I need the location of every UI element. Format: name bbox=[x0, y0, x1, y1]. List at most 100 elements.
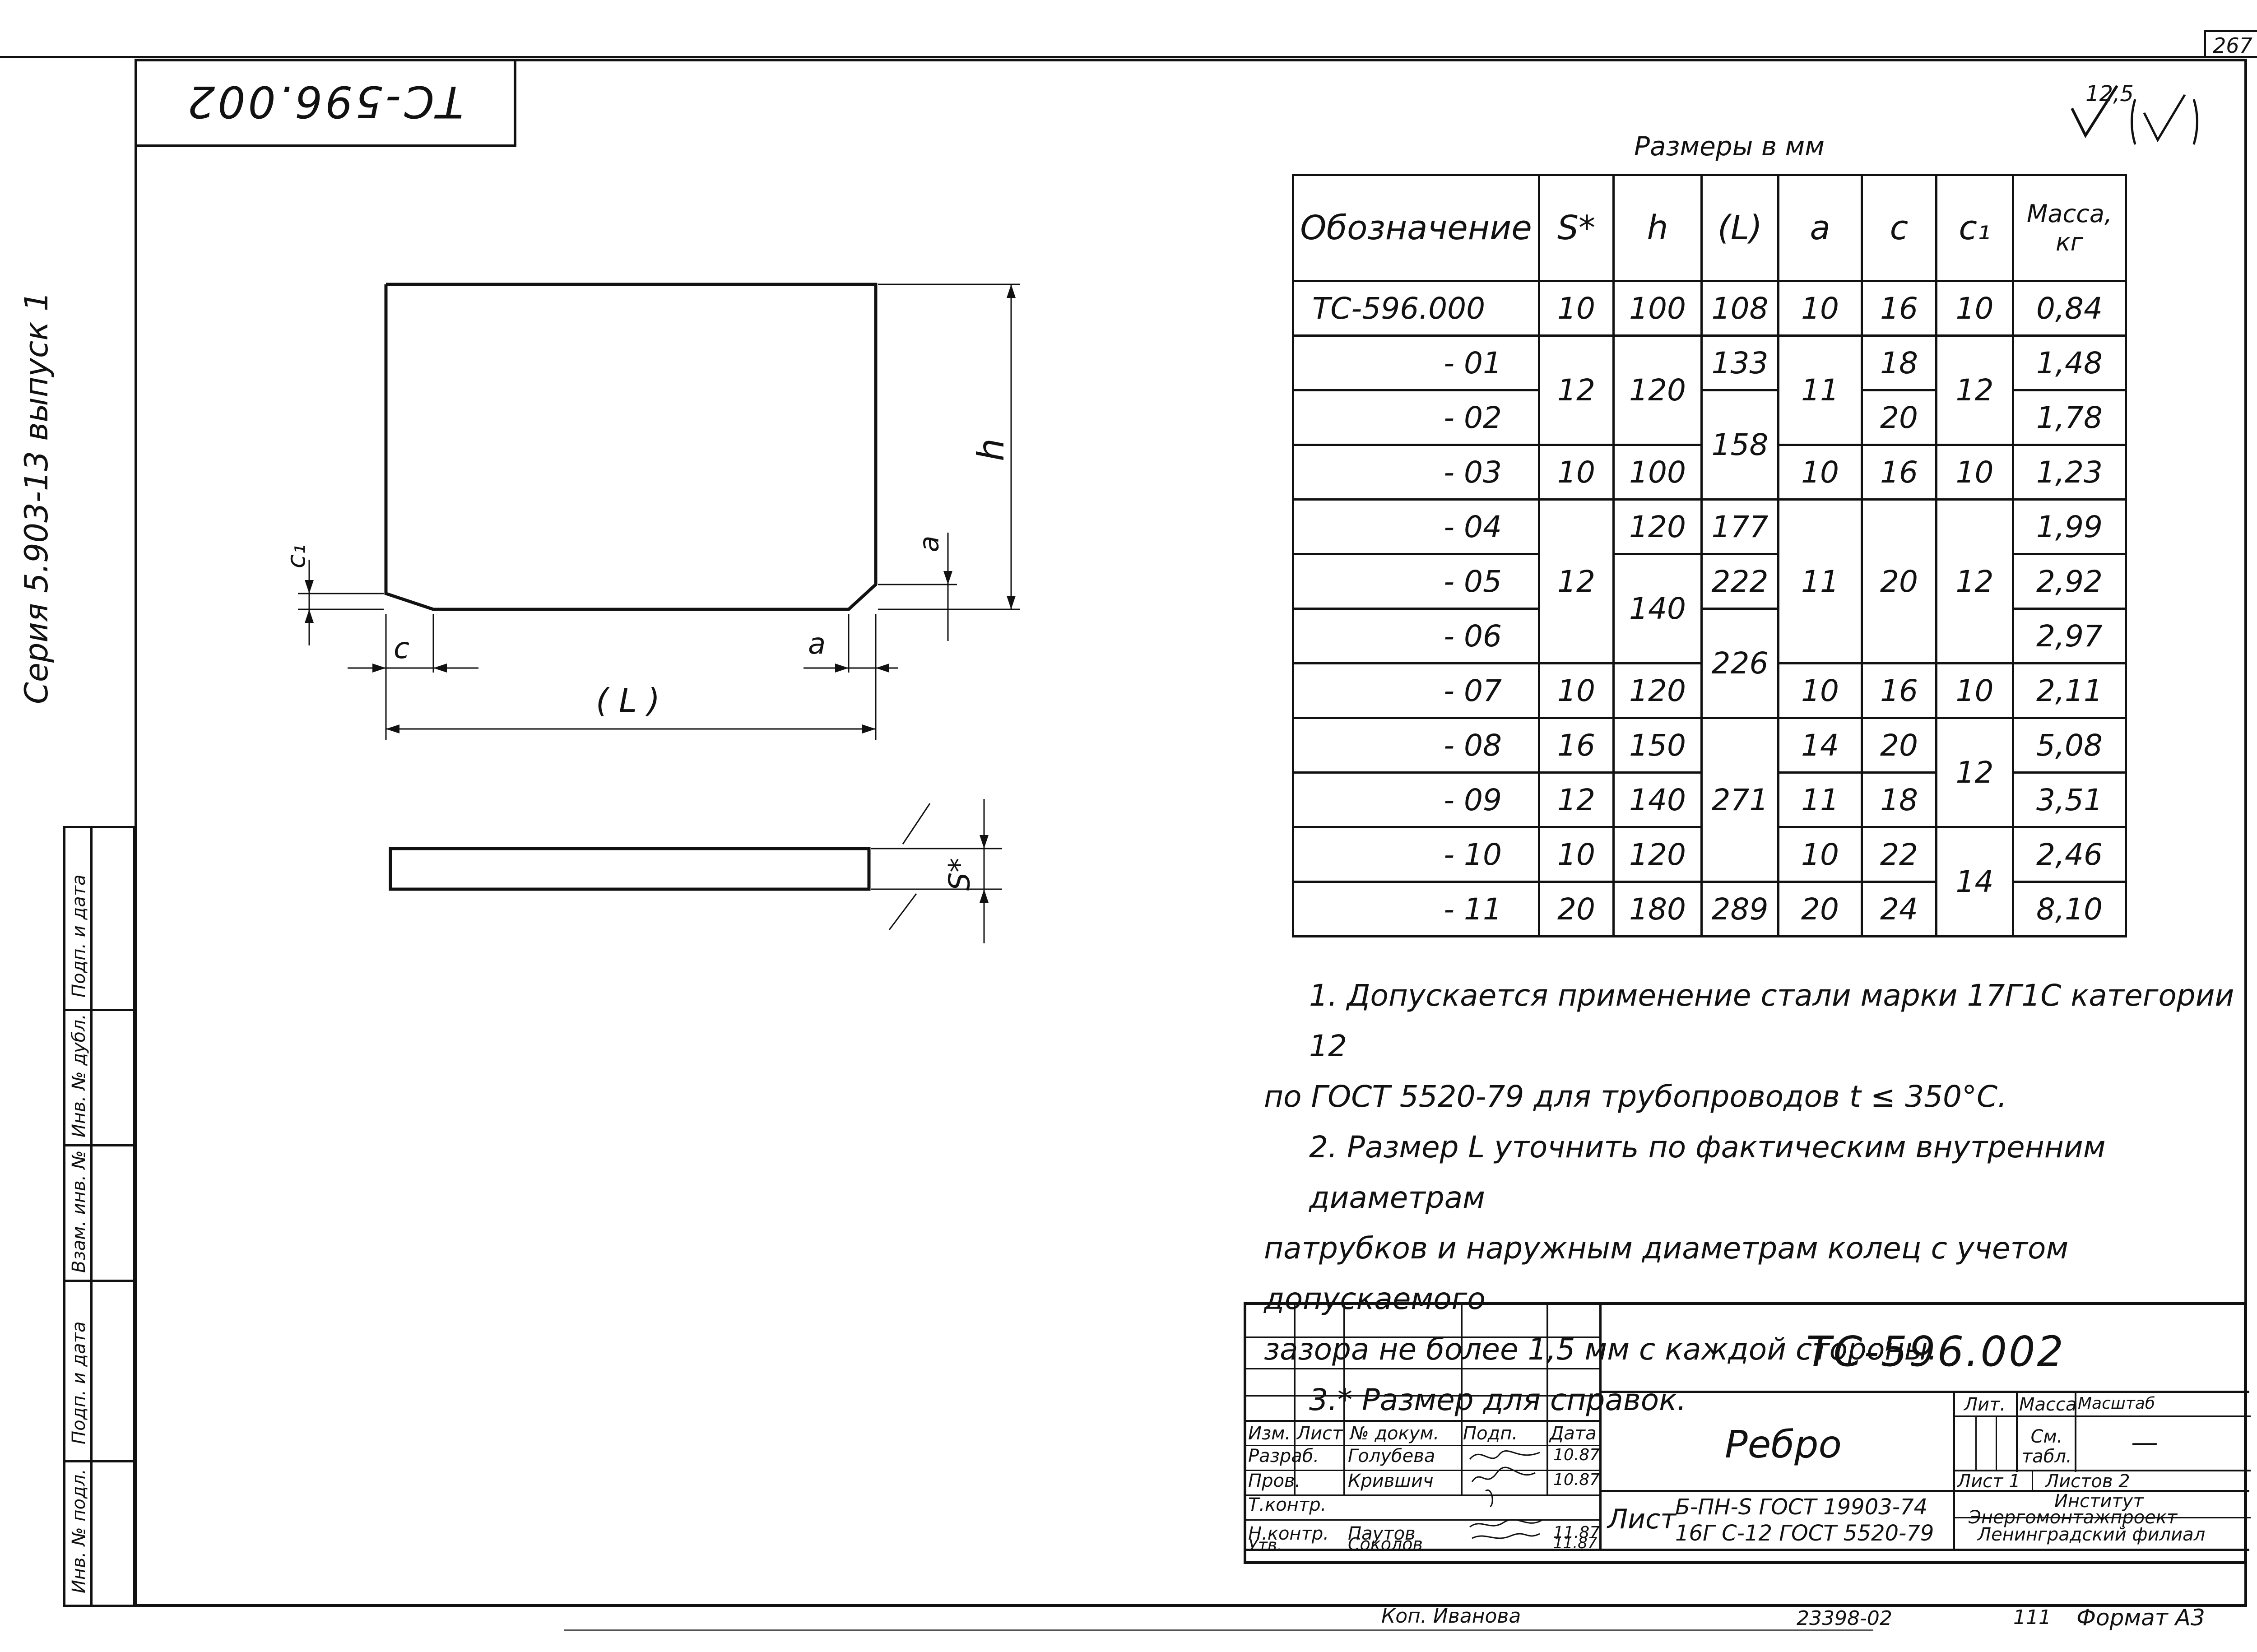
role-name: Голубева bbox=[1348, 1446, 1435, 1466]
table-cell: 226 bbox=[1700, 608, 1779, 719]
role-date: 11.87 bbox=[1553, 1534, 1598, 1552]
tb-line bbox=[1953, 1415, 2251, 1417]
stamp-code-box: ТС-596.002 bbox=[135, 59, 516, 147]
table-cell: 10 bbox=[1777, 444, 1863, 501]
tb-line bbox=[1343, 1305, 1345, 1494]
tb-line bbox=[1953, 1517, 2251, 1518]
top-border bbox=[0, 56, 2257, 58]
table-cell: 12 bbox=[1935, 498, 2014, 664]
table-cell: 150 bbox=[1612, 717, 1703, 774]
table-cell: 10 bbox=[1538, 280, 1615, 337]
table-cell: 10 bbox=[1538, 662, 1615, 719]
role-label: Т.контр. bbox=[1248, 1494, 1327, 1515]
col-list: Лист bbox=[1297, 1423, 1343, 1444]
tb-line bbox=[2075, 1391, 2076, 1472]
col-header: a bbox=[1777, 174, 1863, 282]
material-1: Б-ПН-S ГОСТ 19903-74 bbox=[1675, 1494, 1928, 1520]
notes: 1. Допускается применение стали марки 17… bbox=[1264, 970, 2248, 1425]
table-cell: 24 bbox=[1861, 881, 1937, 937]
roughness-icon bbox=[2071, 85, 2198, 145]
org-line-3: Ленинградский филиал bbox=[1978, 1524, 2206, 1545]
dim-c-label: c bbox=[394, 632, 410, 665]
table-cell: 12 bbox=[1538, 498, 1615, 664]
side-divider bbox=[90, 828, 93, 1605]
table-cell: 11 bbox=[1777, 771, 1863, 828]
col-header: (L) bbox=[1700, 174, 1779, 282]
scale-header: Масштаб bbox=[2078, 1394, 2155, 1413]
note-line: по ГОСТ 5520-79 для трубопроводов t ≤ 35… bbox=[1264, 1079, 2007, 1114]
table-cell: 1,23 bbox=[2012, 444, 2127, 501]
designation-cell: - 03 bbox=[1292, 444, 1540, 501]
table-cell: 140 bbox=[1612, 553, 1703, 664]
table-cell: 10 bbox=[1935, 280, 2014, 337]
tb-line bbox=[1246, 1395, 1599, 1397]
table-cell: 100 bbox=[1612, 280, 1703, 337]
side-divider bbox=[65, 1460, 133, 1462]
col-header: S* bbox=[1538, 174, 1615, 282]
table-cell: 1,78 bbox=[2012, 389, 2127, 446]
table-cell: 12 bbox=[1935, 334, 2014, 446]
designation-cell: - 06 bbox=[1292, 608, 1540, 664]
side-label-1: Подп. и дата bbox=[69, 874, 89, 998]
table-cell: 10 bbox=[1538, 444, 1615, 501]
series-label: Серия 5.903-13 выпуск 1 bbox=[18, 291, 55, 704]
table-cell: 8,10 bbox=[2012, 881, 2127, 937]
table-cell: 100 bbox=[1612, 444, 1703, 501]
designation-cell: - 04 bbox=[1292, 498, 1540, 555]
tb-line bbox=[1294, 1305, 1296, 1494]
archive-suffix: 111 bbox=[2013, 1606, 2051, 1629]
table-cell: 120 bbox=[1612, 498, 1703, 555]
col-header: c bbox=[1861, 174, 1937, 282]
frame-top bbox=[135, 59, 2247, 61]
role-label: Утв. bbox=[1248, 1536, 1282, 1555]
table-cell: 16 bbox=[1538, 717, 1615, 774]
tb-line bbox=[1996, 1415, 1997, 1470]
tb-line bbox=[1599, 1490, 2249, 1492]
role-date: 10.87 bbox=[1553, 1446, 1600, 1464]
org-line-2: Энергомонтажпроект bbox=[1969, 1507, 2178, 1528]
table-cell: 120 bbox=[1612, 662, 1703, 719]
dim-c1-label: c₁ bbox=[282, 544, 311, 569]
lit-header: Лит. bbox=[1964, 1394, 2006, 1415]
designation-cell: ТС-596.000 bbox=[1292, 280, 1540, 337]
title-block: ТС-596.002 Ребро Лит. Масса Масштаб См. … bbox=[1244, 1302, 2251, 1564]
side-divider bbox=[65, 1144, 133, 1146]
table-cell: 0,84 bbox=[2012, 280, 2127, 337]
table-cell: 222 bbox=[1700, 553, 1779, 610]
table-cell: 2,97 bbox=[2012, 608, 2127, 664]
format-label: Формат А3 bbox=[2076, 1605, 2205, 1631]
table-cell: 2,46 bbox=[2012, 826, 2127, 883]
sheets-total: Листов 2 bbox=[2045, 1471, 2130, 1492]
role-label: Пров. bbox=[1248, 1471, 1301, 1491]
designation-cell: - 05 bbox=[1292, 553, 1540, 610]
table-cell: 10 bbox=[1777, 826, 1863, 883]
role-name: Паутов bbox=[1348, 1523, 1416, 1544]
table-cell: 3,51 bbox=[2012, 771, 2127, 828]
role-name: Соколов bbox=[1348, 1534, 1423, 1554]
col-sign: Подп. bbox=[1463, 1423, 1518, 1444]
tb-line bbox=[1246, 1445, 1599, 1446]
tb-line bbox=[1599, 1391, 2249, 1393]
table-header-row: Обозначение S* h (L) a c c₁ Масса, кг bbox=[1292, 174, 2127, 282]
material-2: 16Г С-12 ГОСТ 5520-79 bbox=[1675, 1521, 1934, 1546]
designation-cell: - 11 bbox=[1292, 881, 1540, 937]
table-cell: 133 bbox=[1700, 334, 1779, 391]
note-line: 2. Размер L уточнить по фактическим внут… bbox=[1309, 1130, 2106, 1215]
col-docnum: № докум. bbox=[1350, 1423, 1440, 1444]
table-cell: 14 bbox=[1935, 826, 2014, 937]
part-name: Ребро bbox=[1725, 1422, 1842, 1466]
dim-s-label: S* bbox=[943, 858, 977, 891]
part-drawing bbox=[298, 283, 1020, 943]
table-cell: 10 bbox=[1935, 444, 2014, 501]
designation-cell: - 10 bbox=[1292, 826, 1540, 883]
role-label: Н.контр. bbox=[1248, 1523, 1329, 1544]
designation-cell: - 08 bbox=[1292, 717, 1540, 774]
frame-bottom bbox=[135, 1604, 2247, 1607]
material-label: Лист bbox=[1607, 1504, 1676, 1535]
designation-cell: - 01 bbox=[1292, 334, 1540, 391]
